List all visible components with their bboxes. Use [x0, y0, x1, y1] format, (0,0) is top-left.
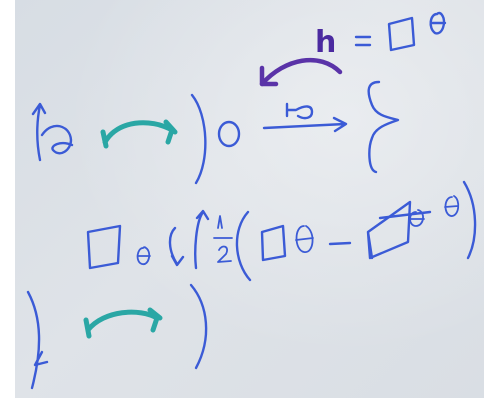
- teal-arrow-2-ends: [83, 307, 163, 339]
- big-paren-4: [189, 283, 208, 370]
- box-symbol: [387, 16, 416, 52]
- teal-arrow-1-curve: [102, 120, 175, 145]
- row1-left-symbol: [31, 102, 74, 162]
- big-paren-3: [26, 290, 41, 390]
- theta-symbol: [429, 11, 447, 35]
- up-arrow-2: [194, 209, 210, 270]
- turnstile-theta: [285, 102, 314, 120]
- box-4: [366, 200, 412, 260]
- theta-3: [295, 225, 314, 253]
- teal-arrow-1: [100, 119, 178, 149]
- big-paren-1: [190, 93, 207, 185]
- theta-4: [409, 209, 425, 227]
- right-arrow: [262, 116, 348, 133]
- h-equals-box-theta: h: [315, 11, 447, 60]
- circle-o: [217, 120, 241, 148]
- teal-arrow-2-curve: [85, 309, 160, 333]
- small-arrow-head-3: [33, 350, 49, 367]
- loop-curl: [40, 124, 74, 155]
- theta-2: [136, 246, 151, 265]
- purple-arrow-curve: [259, 57, 343, 87]
- down-arrow: [168, 226, 185, 267]
- paren-open-2: [235, 210, 252, 282]
- teal-arrow-1-ends: [100, 119, 178, 149]
- row2: [86, 180, 477, 282]
- minus-sign: [328, 241, 352, 246]
- up-arrow: [31, 102, 47, 162]
- paren-close-2: [462, 180, 477, 260]
- one-half: [213, 215, 233, 263]
- row1-right-symbols: [190, 80, 400, 185]
- purple-arrow: [259, 57, 343, 87]
- left-margin: [0, 0, 15, 398]
- h-label: h: [315, 25, 336, 60]
- box-3: [260, 224, 287, 262]
- right-brace: [367, 80, 400, 174]
- box-2: [86, 224, 122, 270]
- purple-arrow-head: [259, 65, 279, 87]
- theta-5: [444, 195, 460, 217]
- row3: [26, 283, 208, 390]
- equals-sign: [354, 35, 372, 47]
- whiteboard: [15, 0, 484, 398]
